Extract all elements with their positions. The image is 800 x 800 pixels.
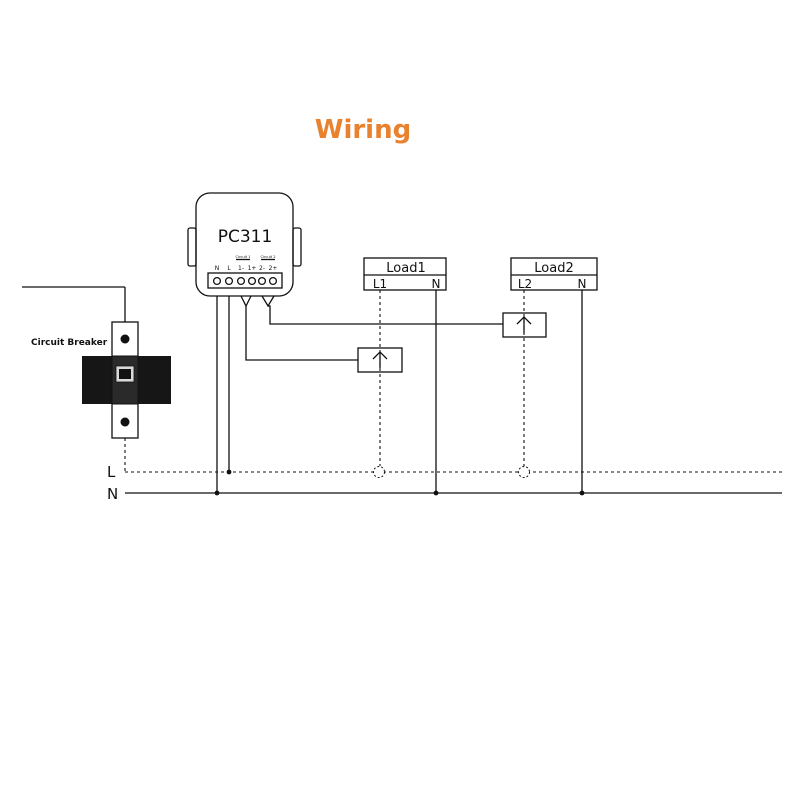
live-bus-label: L [107, 463, 116, 481]
neutral-bus-label: N [107, 485, 118, 503]
terminal-screw-2-minus [257, 276, 267, 286]
load1-l-label: L1 [373, 277, 387, 291]
load1-box: Load1 L1 N [363, 257, 447, 291]
load2-live-junction [518, 466, 530, 478]
circuit2-wire [268, 305, 503, 325]
circuit1-wire-a [240, 295, 252, 308]
terminal-label-1-minus: 1- [238, 265, 244, 272]
breaker-bottom-screw [120, 417, 130, 427]
load1-name: Load1 [386, 261, 425, 276]
circuit-breaker [22, 286, 171, 472]
terminal-label-1-plus: 1+ [248, 265, 257, 272]
load2-n-label: N [578, 277, 587, 291]
circuit2-wire-a [261, 295, 275, 308]
device-name: PC311 [218, 227, 273, 247]
terminal-block [207, 272, 283, 289]
terminal-label-l: L [227, 265, 231, 272]
circuit2-label: Circuit 2 [261, 255, 276, 259]
circuit1-wire [245, 306, 358, 361]
terminal-screw-n [212, 276, 222, 286]
load2-name: Load2 [534, 261, 573, 276]
load1-live-junction [373, 466, 385, 478]
terminal-label-n: N [215, 265, 220, 272]
load2-l-label: L2 [518, 277, 532, 291]
breaker-top-screw [120, 334, 130, 344]
load2-box: Load2 L2 N [510, 257, 598, 291]
terminal-screw-1-minus [236, 276, 246, 286]
terminal-screw-1-plus [247, 276, 257, 286]
circuit-breaker-label: Circuit Breaker [31, 338, 108, 348]
circuit1-label: Circuit 1 [236, 255, 251, 259]
terminal-screw-2-plus [268, 276, 278, 286]
diagram-title: Wiring [315, 115, 411, 145]
terminal-screw-l [224, 276, 234, 286]
load1-n-label: N [432, 277, 441, 291]
terminal-label-2-minus: 2- [259, 265, 265, 272]
terminal-label-2-plus: 2+ [269, 265, 278, 272]
pc311-device: PC311 Circuit 1 Circuit 2 N L 1- 1+ 2- 2… [187, 192, 302, 297]
